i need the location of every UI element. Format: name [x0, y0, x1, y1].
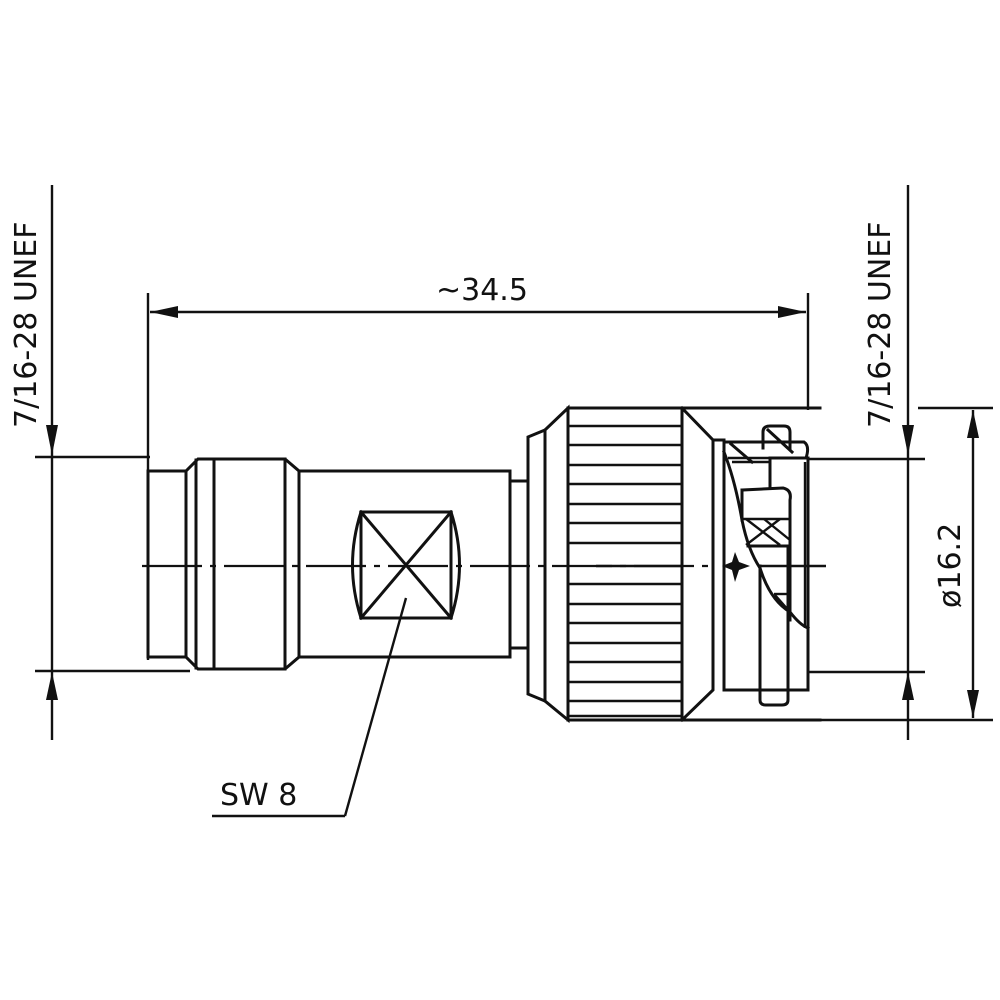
overall-length-label: ~34.5: [436, 273, 528, 308]
diameter-label: ø16.2: [933, 523, 968, 608]
knurl-lines: [568, 424, 682, 718]
left-thread-label: 7/16-28 UNEF: [9, 221, 44, 428]
right-plug-interface: [711, 424, 810, 707]
wrench-size-callout: SW 8: [212, 597, 408, 818]
center-mark-icon: [722, 552, 750, 582]
wrench-size-label: SW 8: [220, 778, 297, 813]
knurled-coupling-nut: [526, 404, 822, 724]
body-with-wrench-flats: [297, 469, 530, 659]
right-thread-dimension: 7/16-28 UNEF: [808, 185, 925, 740]
overall-length-dimension: ~34.5: [146, 273, 810, 660]
left-threaded-nut: [146, 457, 301, 671]
left-thread-dimension: 7/16-28 UNEF: [9, 185, 190, 740]
diameter-dimension: ø16.2: [820, 406, 993, 722]
right-thread-label: 7/16-28 UNEF: [863, 221, 898, 428]
